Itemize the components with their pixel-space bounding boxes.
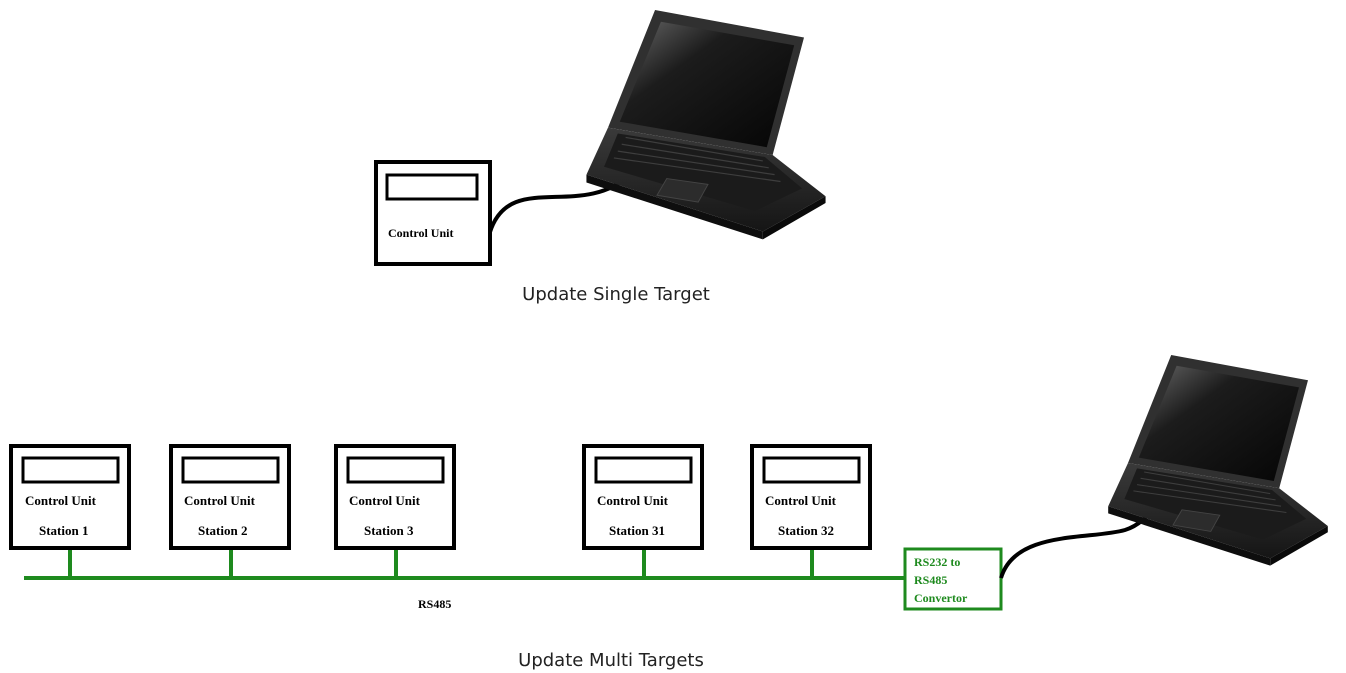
station-name-label: Station 1	[39, 523, 88, 538]
station-unit-label: Control Unit	[25, 493, 97, 508]
converter-label-line-1: RS232 to	[914, 555, 960, 569]
bus-drops	[68, 548, 814, 578]
station-name-label: Station 32	[778, 523, 834, 538]
station-32-control-unit: Control Unit Station 32	[750, 444, 872, 550]
multi-caption: Update Multi Targets	[518, 650, 704, 671]
converter-label-line-2: RS485	[914, 573, 947, 587]
rs485-bus-label: RS485	[418, 597, 451, 611]
station-1-control-unit: Control Unit Station 1	[9, 444, 131, 550]
station-unit-label: Control Unit	[184, 493, 256, 508]
station-unit-label: Control Unit	[349, 493, 421, 508]
single-control-unit-label: Control Unit	[388, 226, 453, 240]
station-name-label: Station 2	[198, 523, 247, 538]
station-name-label: Station 3	[364, 523, 414, 538]
station-3-control-unit: Control Unit Station 3	[334, 444, 456, 550]
laptop-icon	[585, 9, 827, 240]
laptop-icon	[1107, 354, 1329, 567]
station-31-control-unit: Control Unit Station 31	[582, 444, 704, 550]
multi-target-section: Control Unit Station 1 Control Unit Stat…	[9, 354, 1329, 671]
station-unit-label: Control Unit	[597, 493, 669, 508]
rs232-rs485-converter: RS232 to RS485 Convertor	[903, 547, 1003, 611]
single-caption: Update Single Target	[522, 284, 710, 305]
station-unit-label: Control Unit	[765, 493, 837, 508]
single-control-unit: Control Unit	[374, 160, 492, 266]
station-name-label: Station 31	[609, 523, 665, 538]
single-target-section: Control Unit Update Single Target	[374, 9, 827, 305]
converter-label-line-3: Convertor	[914, 591, 968, 605]
station-2-control-unit: Control Unit Station 2	[169, 444, 291, 550]
